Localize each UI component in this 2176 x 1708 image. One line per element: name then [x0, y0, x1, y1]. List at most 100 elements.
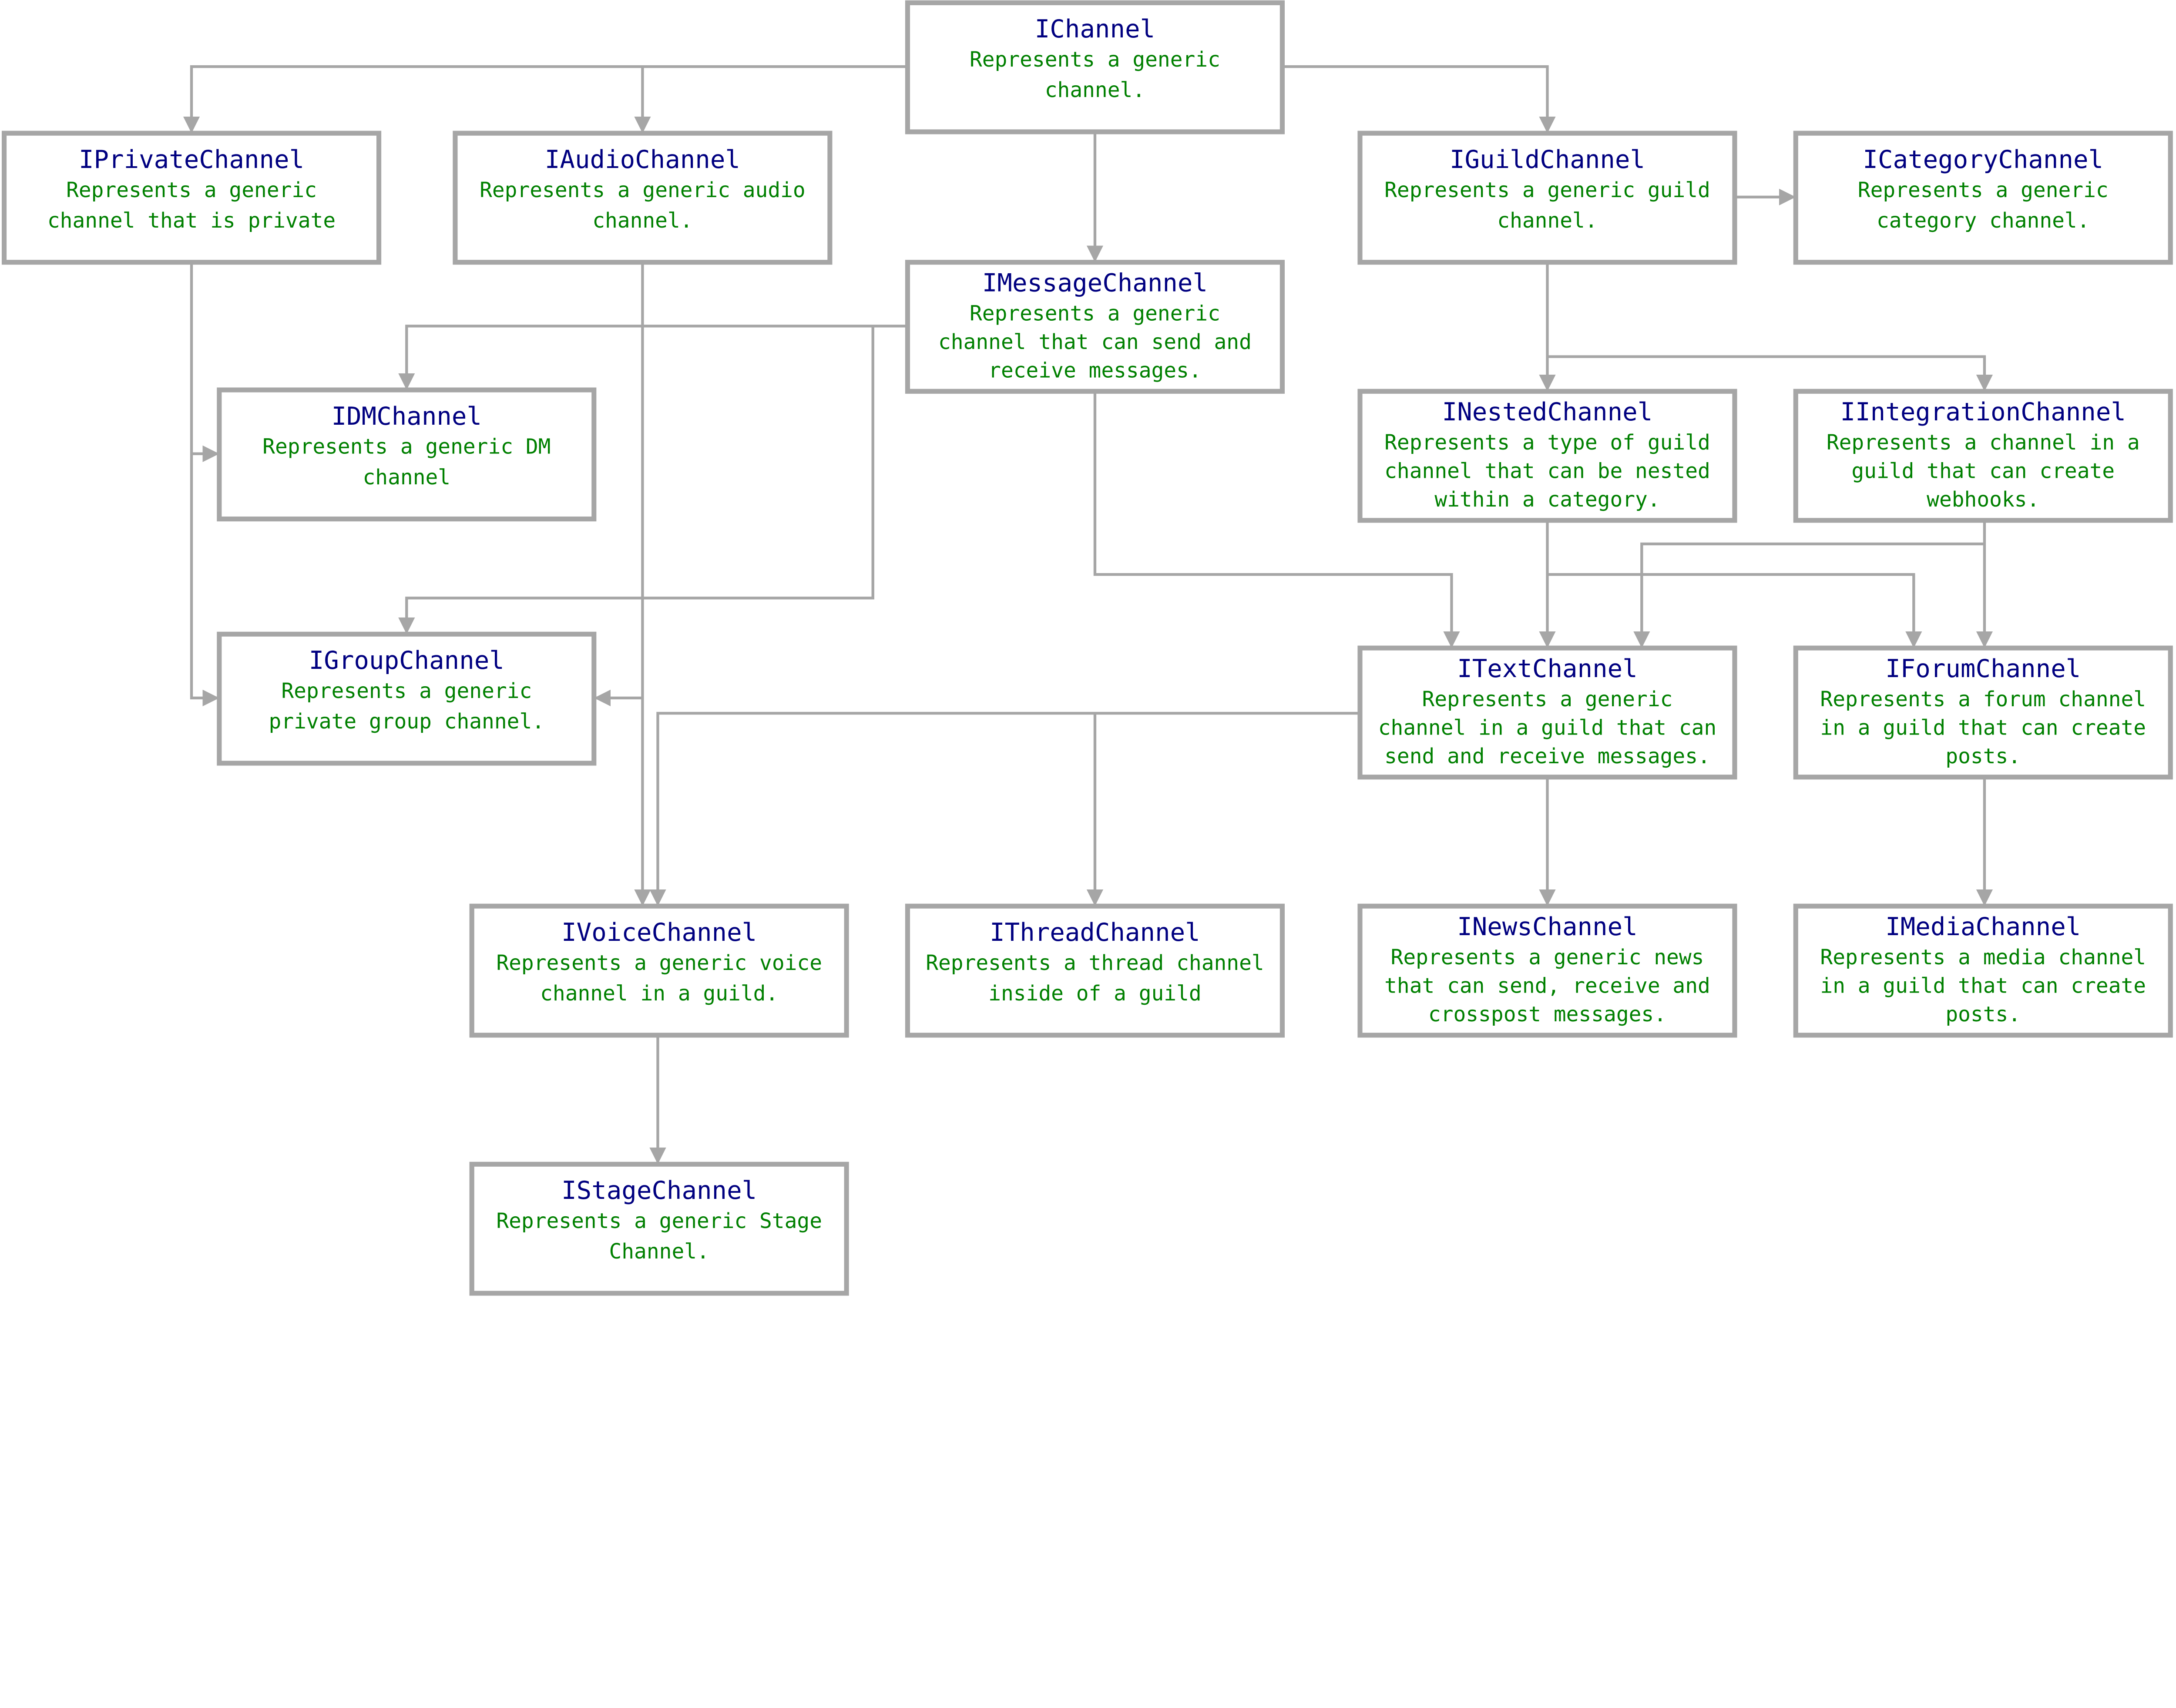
node-description-line: posts. — [1945, 1003, 2021, 1027]
node-box — [905, 260, 1285, 394]
node-description-line: send and receive messages. — [1384, 745, 1710, 768]
edge-itextchannel-to-ivoicechannel — [649, 711, 1360, 906]
edge-iguildchannel-to-iintegrationchannel — [1547, 355, 1993, 392]
node-title: IPrivateChannel — [79, 145, 304, 174]
node-description-line: Channel. — [609, 1240, 709, 1264]
node-title: IGroupChannel — [309, 646, 504, 675]
node-description-line: channel that can send and — [938, 330, 1252, 354]
node-title: IMessageChannel — [982, 268, 1208, 298]
node-description-line: channel that is private — [47, 209, 336, 233]
edge-imessagechannel-to-idmchannel — [398, 325, 908, 390]
node-description-line: receive messages. — [988, 359, 1202, 383]
node-description-line: Represents a generic DM — [262, 435, 551, 459]
edge-ichannel-to-iprivatechannel — [183, 65, 908, 134]
node-description-line: Represents a generic — [1858, 178, 2109, 202]
node-box — [1357, 903, 1737, 1038]
node-description-line: in a guild that can create — [1820, 974, 2146, 998]
node-description-line: channel that can be nested — [1384, 460, 1710, 483]
node-description-line: category channel. — [1877, 209, 2090, 233]
edge-imessagechannel-to-igroupchannel — [398, 326, 874, 634]
edge-inestedchannel-to-iforumchannel — [1547, 573, 1922, 648]
node-description-line: Represents a generic Stage — [496, 1209, 822, 1233]
node-box — [1357, 131, 1737, 265]
node-box — [1, 131, 382, 265]
node-description-line: Represents a generic — [970, 48, 1220, 72]
node-description-line: Represents a generic guild — [1384, 178, 1710, 202]
node-title: INestedChannel — [1442, 397, 1653, 426]
node-description-line: private group channel. — [269, 710, 544, 734]
node-description-line: that can send, receive and — [1384, 974, 1710, 998]
node-title: ICategoryChannel — [1863, 145, 2103, 174]
node-box — [469, 903, 849, 1038]
node-title: IVoiceChannel — [561, 918, 757, 947]
node-box — [217, 387, 597, 522]
node-description-line: crosspost messages. — [1428, 1003, 1666, 1027]
edges-group — [183, 65, 1993, 1164]
node-description-line: Represents a forum channel — [1820, 688, 2146, 711]
node-description-line: channel. — [1497, 209, 1597, 233]
node-description-line: Represents a generic news — [1391, 946, 1704, 970]
node-title: IIntegrationChannel — [1840, 397, 2126, 426]
node-description-line: Represents a generic voice — [496, 951, 822, 975]
node-box — [1793, 903, 2173, 1038]
edge-ichannel-to-iguildchannel — [1282, 65, 1556, 134]
node-box — [905, 903, 1285, 1038]
node-description-line: in a guild that can create — [1820, 716, 2146, 740]
node-description-line: Represents a thread channel — [926, 951, 1264, 975]
node-description-line: webhooks. — [1927, 488, 2039, 512]
node-description-line: Represents a generic — [970, 302, 1220, 326]
node-description-line: posts. — [1945, 745, 2021, 768]
node-title: IForumChannel — [1885, 654, 2081, 683]
node-description-line: channel. — [1045, 78, 1145, 102]
edge-iintegrationchannel-to-itextchannel — [1633, 542, 1985, 648]
node-description-line: channel — [363, 466, 451, 490]
node-description-line: Represents a generic — [1422, 688, 1673, 711]
node-title: ITextChannel — [1457, 654, 1638, 683]
node-description-line: within a category. — [1434, 488, 1660, 512]
node-title: IThreadChannel — [990, 918, 1200, 947]
edge-imessagechannel-to-itextchannel — [1093, 391, 1460, 648]
node-description-line: channel in a guild. — [540, 982, 778, 1006]
node-box — [1357, 645, 1737, 780]
node-box — [1793, 389, 2173, 523]
node-description-line: Represents a generic — [66, 178, 317, 202]
node-title: IDMChannel — [332, 402, 482, 431]
edge-iprivatechannel-to-igroupchannel — [190, 262, 219, 707]
node-description-line: Represents a channel in a — [1827, 431, 2140, 455]
node-box — [1793, 131, 2173, 265]
node-description-line: inside of a guild — [988, 982, 1202, 1006]
node-description-line: guild that can create — [1851, 460, 2115, 483]
node-box — [453, 131, 833, 265]
node-description-line: Represents a media channel — [1820, 946, 2146, 970]
node-box — [905, 0, 1285, 134]
node-description-line: Represents a generic audio — [480, 178, 806, 202]
node-title: IAudioChannel — [545, 145, 740, 174]
node-box — [1793, 645, 2173, 780]
node-title: IGuildChannel — [1450, 145, 1645, 174]
node-box — [469, 1161, 849, 1296]
node-description-line: Represents a generic — [281, 679, 532, 703]
node-box — [1357, 389, 1737, 523]
node-description-line: Represents a type of guild — [1384, 431, 1710, 455]
node-box — [217, 631, 597, 766]
node-title: INewsChannel — [1457, 912, 1638, 941]
node-title: IChannel — [1035, 14, 1155, 44]
